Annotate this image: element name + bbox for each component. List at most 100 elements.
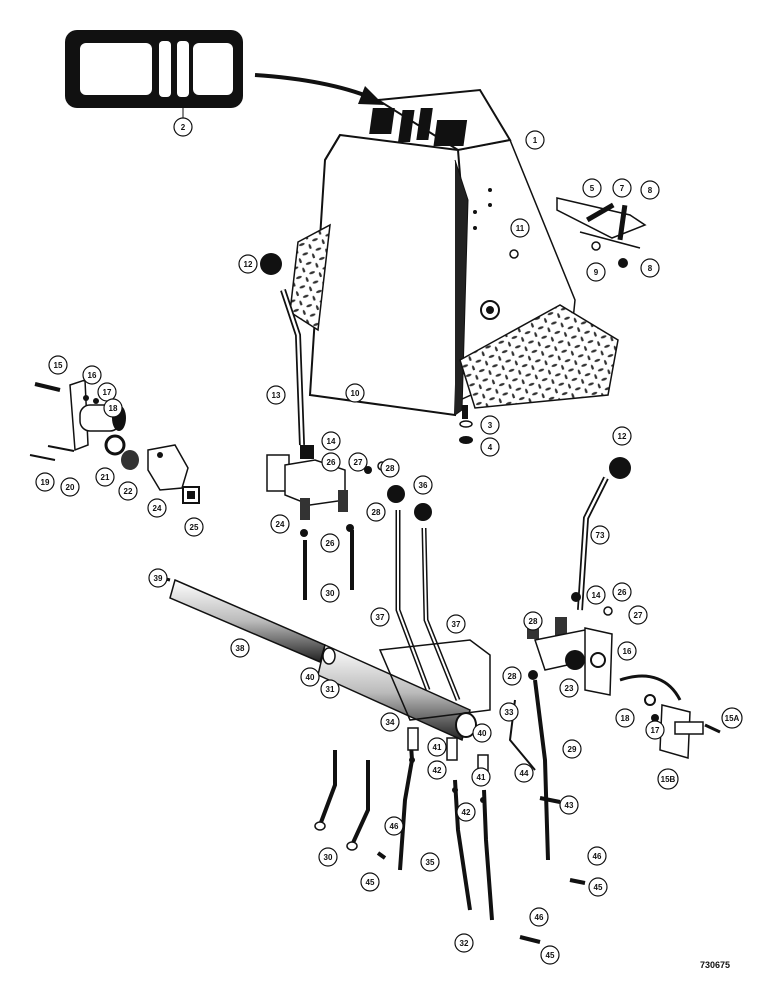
callout-balloon: 39 [148,568,168,588]
callout-label: 32 [460,939,469,948]
callout-balloon: 9 [586,262,606,282]
callout-circle [300,667,320,687]
callout-label: 16 [88,371,97,380]
callout-label: 28 [529,617,538,626]
callout-label: 45 [594,883,603,892]
callout-circle [446,614,466,634]
callout-circle [320,679,340,699]
floor-plate-right [459,304,619,409]
callout-circle [380,458,400,478]
reference-number: 730675 [700,960,730,970]
callout-balloon: 29 [562,739,582,759]
callout-circle [472,723,492,743]
callout-label: 22 [124,487,133,496]
callout-label: 36 [419,481,428,490]
callout-circle [514,763,534,783]
callout-label: 25 [190,523,199,532]
callout-circle [562,739,582,759]
callout-balloon: 17 [645,720,665,740]
console-decal-plate [65,30,243,120]
callout-circle [366,502,386,522]
callout-circle [523,611,543,631]
callout-balloon: 15 [48,355,68,375]
callout-circle [454,933,474,953]
callout-label: 38 [236,644,245,653]
callout-balloon: 19 [35,472,55,492]
callout-label: 27 [634,611,643,620]
callout-circle [82,365,102,385]
control-knob-pair [387,485,461,701]
callout-label: 31 [326,685,335,694]
callout-balloon: 42 [456,802,476,822]
floor-plate-left [289,223,331,332]
callout-label: 24 [276,520,285,529]
callout-label: 26 [327,458,336,467]
callout-circle [456,802,476,822]
callout-label: 29 [568,745,577,754]
callout-balloon: 27 [348,452,368,472]
callout-circle [499,702,519,722]
callout-balloon: 30 [318,847,338,867]
rods-upper [303,530,354,600]
callout-label: 33 [505,708,514,717]
callout-balloon: 40 [472,723,492,743]
callout-circle [587,846,607,866]
callout-label: 26 [326,539,335,548]
callout-label: 10 [351,389,360,398]
callout-label: 39 [154,574,163,583]
callout-circle [266,385,286,405]
arrow-icon [254,73,384,105]
callout-label: 40 [478,729,487,738]
callout-label: 73 [596,531,605,540]
callout-balloon: 26 [320,533,340,553]
callout-label: 17 [651,726,660,735]
callout-circle [617,641,637,661]
callout-balloon: 14 [321,431,341,451]
callout-balloon: 7 [612,178,632,198]
callout-circle [640,258,660,278]
callout-circle [48,355,68,375]
callout-balloon: 2 [173,117,193,137]
callout-balloon: 18 [103,398,123,418]
callout-circle [320,533,340,553]
callout-label: 40 [306,673,315,682]
callout-balloon: 17 [97,382,117,402]
callout-balloon: 43 [559,795,579,815]
callout-label: 42 [433,766,442,775]
pin-assembly [619,674,721,759]
callout-balloon: 42 [427,760,447,780]
callout-balloon: 45 [588,877,608,897]
callout-circle [370,607,390,627]
callout-balloon: 31 [320,679,340,699]
left-pivot-assembly [29,378,200,504]
callout-circle [612,426,632,446]
callout-circle [321,431,341,451]
callout-circle [586,262,606,282]
callout-balloon: 23 [559,678,579,698]
callout-balloon: 22 [118,481,138,501]
callout-circle [345,383,365,403]
callout-circle [628,605,648,625]
right-shift-lever [577,457,631,611]
callout-balloon: 40 [300,667,320,687]
callout-balloon: 37 [446,614,466,634]
right-pivot-assembly [527,592,613,696]
callout-balloon: 38 [230,638,250,658]
callout-label: 28 [508,672,517,681]
callout-circle [540,945,560,965]
callout-balloon: 18 [615,708,635,728]
callout-circle [590,525,610,545]
callout-balloon: 28 [380,458,400,478]
callout-label: 46 [535,913,544,922]
callout-circle [95,467,115,487]
callout-balloon: 11 [510,218,530,238]
callout-circle [173,117,193,137]
callout-balloon: 37 [370,607,390,627]
callout-label: 5 [590,184,595,193]
callout-circle [480,415,500,435]
callout-label: 41 [477,773,486,782]
callout-label: 24 [153,504,162,513]
callout-label: 3 [488,421,493,430]
